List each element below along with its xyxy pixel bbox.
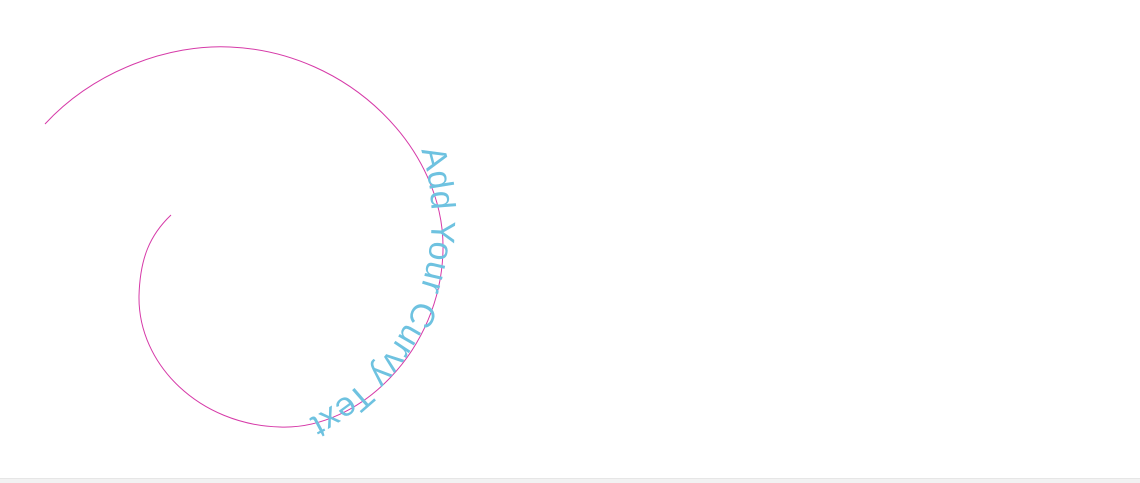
- bottom-divider: [0, 478, 1140, 483]
- curvy-text[interactable]: Add Your Curvy Text Here: [0, 0, 462, 450]
- curvy-text-content: Add Your Curvy Text Here: [0, 0, 461, 450]
- spiral-path[interactable]: [44, 46, 444, 428]
